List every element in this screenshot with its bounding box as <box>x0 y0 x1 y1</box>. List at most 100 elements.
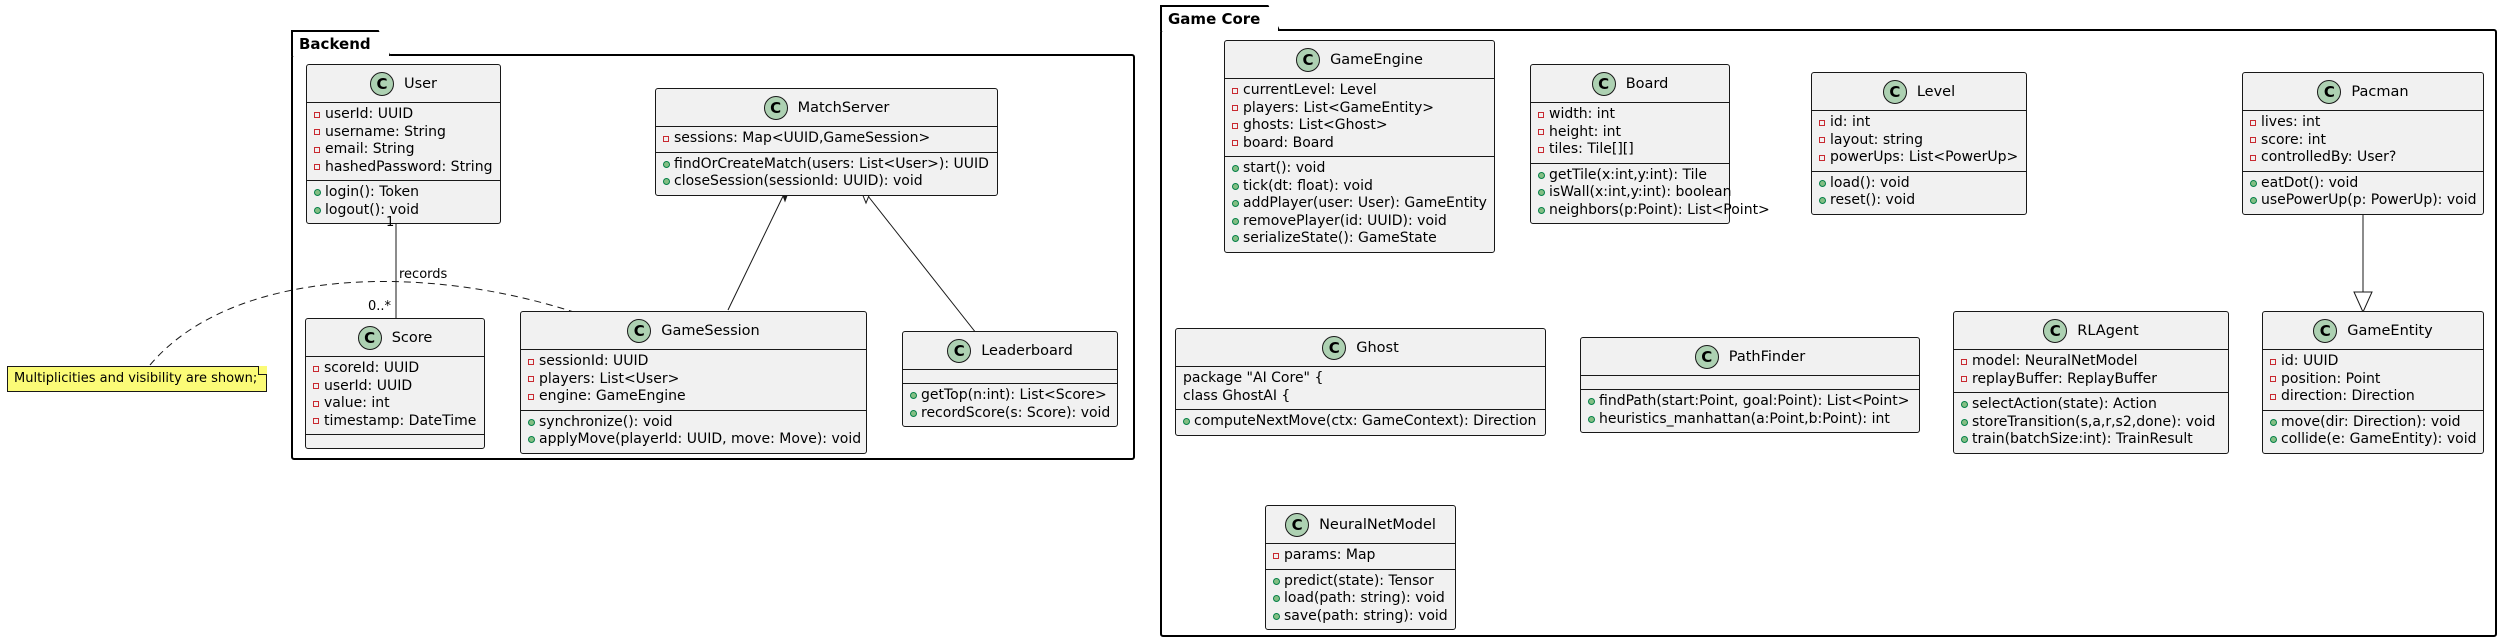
member-text: synchronize(): void <box>539 413 673 430</box>
method-row: applyMove(playerId: UUID, move: Move): v… <box>521 431 866 449</box>
class-stereotype-icon: C <box>627 319 652 343</box>
member-text: id: UUID <box>2281 353 2339 369</box>
public-visibility-icon <box>1232 217 1243 225</box>
member-text: move(dir: Direction): void <box>2281 413 2461 430</box>
class-stereotype-icon: C <box>1285 513 1310 537</box>
methods-section <box>306 434 484 448</box>
member-text: width: int <box>1549 106 1616 122</box>
attribute-row: id: UUID <box>2263 353 2483 371</box>
private-visibility-icon <box>1232 87 1243 94</box>
matchserver-leaderboard-aggregation <box>867 195 981 339</box>
member-text: height: int <box>1549 123 1622 140</box>
class-name: RLAgent <box>2077 323 2139 339</box>
attribute-row: scoreId: UUID <box>306 360 484 378</box>
private-visibility-icon <box>313 418 324 425</box>
method-row: recordScore(s: Score): void <box>903 405 1117 423</box>
attribute-row: width: int <box>1531 106 1729 124</box>
methods-section: getTop(n:int): List<Score>recordScore(s:… <box>903 383 1117 426</box>
method-row: isWall(x:int,y:int): boolean <box>1531 184 1732 202</box>
member-text: sessionId: UUID <box>539 353 649 369</box>
attribute-row: model: NeuralNetModel <box>1954 353 2228 371</box>
public-visibility-icon <box>314 189 325 197</box>
method-row: eatDot(): void <box>2243 175 2483 193</box>
attribute-row: replayBuffer: ReplayBuffer <box>1954 371 2228 389</box>
member-text: tick(dt: float): void <box>1243 177 1373 194</box>
attribute-row: direction: Direction <box>2263 388 2483 406</box>
attribute-row: tiles: Tile[][] <box>1531 141 1729 159</box>
attribute-row: value: int <box>306 395 484 413</box>
private-visibility-icon <box>1819 137 1830 144</box>
class-stereotype-icon: C <box>763 96 788 120</box>
member-text: direction: Direction <box>2281 388 2415 404</box>
public-visibility-icon <box>528 436 539 444</box>
method-row: addPlayer(user: User): GameEntity <box>1225 195 1494 213</box>
raw-body-line: package "AI Core" { <box>1183 370 1324 386</box>
public-visibility-icon <box>663 160 674 168</box>
member-text: hashedPassword: String <box>325 158 493 175</box>
member-text: collide(e: GameEntity): void <box>2281 431 2477 447</box>
member-text: username: String <box>325 123 446 140</box>
member-text: eatDot(): void <box>2261 174 2359 191</box>
class-stereotype-icon: C <box>2317 80 2342 104</box>
attribute-row: userId: UUID <box>307 106 500 124</box>
member-text: lives: int <box>2261 114 2321 130</box>
private-visibility-icon <box>528 358 539 365</box>
member-text: layout: string <box>1830 131 1924 148</box>
method-row: storeTransition(s,a,r,s2,done): void <box>1954 414 2228 432</box>
member-text: params: Map <box>1284 547 1376 563</box>
member-text: players: List<GameEntity> <box>1243 99 1434 116</box>
member-text: applyMove(playerId: UUID, move: Move): v… <box>539 431 862 447</box>
class-stereotype-icon: C <box>1296 48 1321 72</box>
attribute-row: username: String <box>307 124 500 142</box>
class-stereotype-icon: C <box>1694 345 1719 369</box>
class-stereotype-icon: C <box>1882 80 1907 104</box>
public-visibility-icon <box>314 206 325 214</box>
method-row: logout(): void <box>307 202 500 220</box>
member-text: board: Board <box>1243 134 1334 151</box>
class-name: User <box>403 76 438 92</box>
class-stereotype-icon: C <box>947 339 972 363</box>
attribute-row: controlledBy: User? <box>2243 149 2483 167</box>
public-visibility-icon <box>1961 418 1972 426</box>
member-text: logout(): void <box>325 201 419 218</box>
private-visibility-icon <box>314 111 325 118</box>
private-visibility-icon <box>314 129 325 136</box>
public-visibility-icon <box>910 409 921 417</box>
member-text: login(): Token <box>325 184 420 200</box>
private-visibility-icon <box>663 135 674 142</box>
class-stereotype-icon: C <box>357 326 382 350</box>
class-stereotype-icon: C <box>369 72 394 96</box>
method-row: computeNextMove(ctx: GameContext): Direc… <box>1176 413 1545 431</box>
member-text: value: int <box>324 395 390 411</box>
note-fold-corner <box>258 366 267 375</box>
raw-body-section: package "AI Core" {class GhostAI { <box>1176 366 1545 409</box>
